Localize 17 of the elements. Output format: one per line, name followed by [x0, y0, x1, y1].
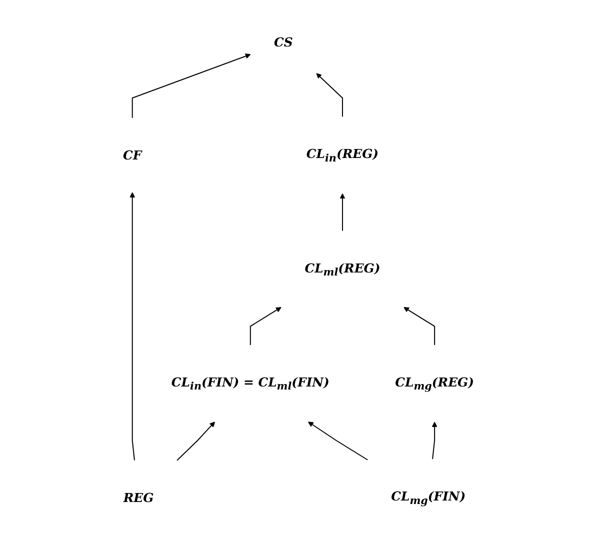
node-text: CL$_{mg}$(FIN): [391, 488, 466, 506]
arrow: [340, 193, 346, 232]
node-text: CF: [122, 148, 142, 163]
node-text: CL$_{ml}$(REG): [304, 260, 380, 278]
node-text: CL$_{in}$(FIN) = CL$_{ml}$(FIN): [171, 374, 330, 392]
node-text: CS: [274, 34, 293, 50]
arrow: [404, 307, 436, 346]
arrow: [308, 422, 368, 460]
arrow: [432, 422, 438, 460]
arrow: [130, 192, 136, 461]
arrow: [250, 307, 282, 346]
node-text: CL$_{mg}$(REG): [395, 374, 474, 392]
arrow: [176, 422, 216, 461]
node-text: CL$_{in}$(REG): [306, 146, 379, 164]
node-text: REG: [123, 490, 154, 506]
arrow: [132, 54, 251, 118]
arrow: [316, 73, 343, 118]
